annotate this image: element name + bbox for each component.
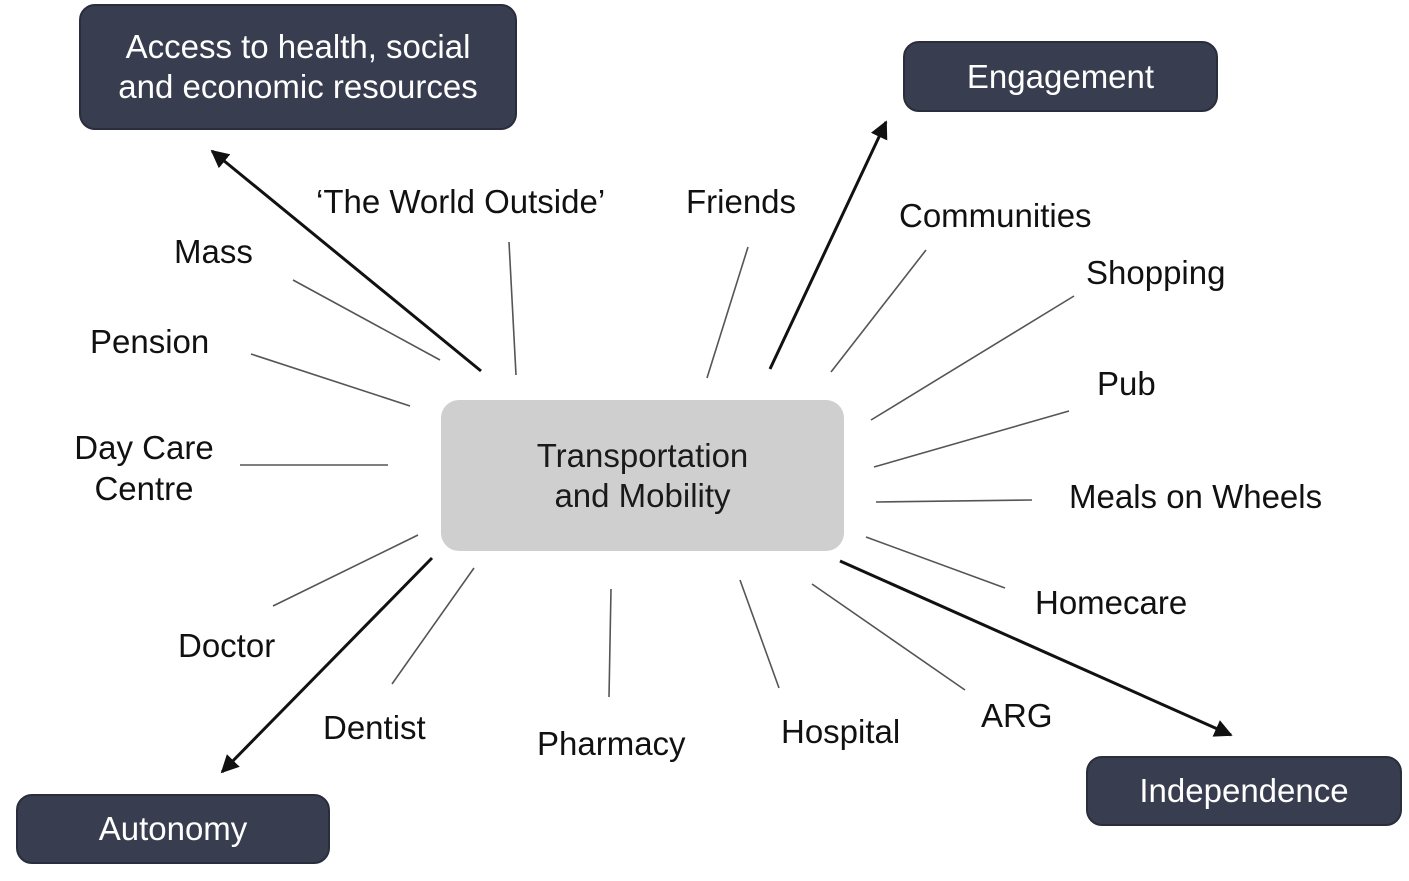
label-day-care-line2: Centre — [94, 470, 194, 508]
outcome-engagement-box: Engagement — [903, 41, 1218, 112]
spoke-homecare — [865, 536, 1006, 589]
outcome-autonomy-label: Autonomy — [98, 810, 248, 848]
label-pension: Pension — [90, 323, 210, 360]
arrow-to-engagement — [768, 120, 888, 370]
spoke-arg — [811, 583, 966, 691]
outcome-independence-label: Independence — [1139, 772, 1349, 810]
center-label-line1: Transportation — [536, 436, 749, 474]
outcome-engagement-label: Engagement — [966, 57, 1155, 95]
spoke-hospital — [739, 579, 780, 689]
spoke-mass — [292, 279, 441, 361]
center-label-line2: and Mobility — [554, 476, 731, 514]
spoke-meals — [875, 499, 1033, 503]
arrow-to-access — [210, 149, 482, 373]
spoke-pub — [873, 410, 1070, 468]
label-hospital: Hospital — [781, 713, 901, 750]
spoke-pension — [250, 353, 411, 407]
arrow-to-independence — [839, 559, 1233, 737]
outcome-access-box: Access to health, social and economic re… — [79, 4, 517, 130]
label-doctor: Doctor — [178, 627, 276, 664]
spoke-doctor — [272, 534, 419, 607]
arrow-to-autonomy — [220, 556, 434, 774]
outcome-access-line1: Access to health, social — [125, 28, 471, 66]
label-arg: ARG — [981, 697, 1053, 734]
outcome-access-line2: and economic resources — [118, 68, 478, 105]
spoke-pharmacy — [608, 588, 612, 698]
spoke-communities — [830, 249, 927, 373]
spoke-world-outside — [508, 241, 517, 376]
label-pharmacy: Pharmacy — [537, 725, 686, 762]
spoke-friends — [706, 246, 749, 379]
label-pub: Pub — [1097, 365, 1156, 402]
center-transport-box: Transportation and Mobility — [441, 400, 844, 551]
label-mass: Mass — [174, 233, 253, 270]
label-day-care-line1: Day Care — [74, 429, 214, 466]
label-friends: Friends — [686, 183, 797, 220]
spoke-dentist — [391, 567, 475, 685]
label-day-care-centre: Day Care Centre — [66, 427, 222, 510]
outcome-autonomy-box: Autonomy — [16, 794, 330, 864]
outcome-independence-box: Independence — [1086, 756, 1402, 826]
label-shopping: Shopping — [1086, 254, 1226, 291]
label-dentist: Dentist — [323, 709, 426, 746]
label-communities: Communities — [899, 197, 1092, 234]
label-meals-on-wheels: Meals on Wheels — [1069, 478, 1323, 515]
label-world-outside: ‘The World Outside’ — [316, 183, 606, 220]
label-homecare: Homecare — [1035, 584, 1188, 621]
spoke-shopping — [870, 295, 1075, 421]
